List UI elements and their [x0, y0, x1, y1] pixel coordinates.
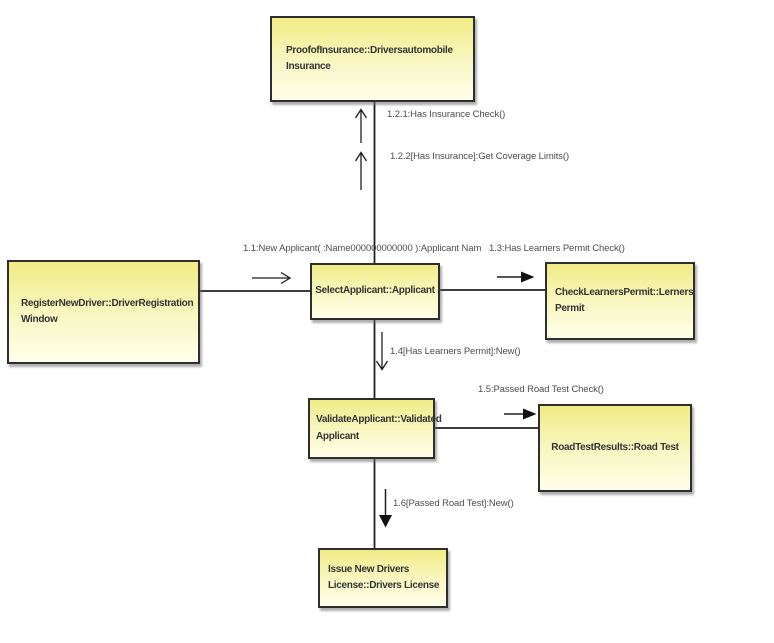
- node-label: Issue New Drivers License::Drivers Licen…: [328, 563, 440, 592]
- node-issue-new-drivers-license: Issue New Drivers License::Drivers Licen…: [318, 548, 448, 608]
- message-label-1-2-2: 1.2.2[Has Insurance]:Get Coverage Limits…: [390, 151, 570, 162]
- node-label: CheckLearnersPermit::Lerners Permit: [555, 286, 694, 315]
- message-label-1-3: 1.3:Has Learners Permit Check(): [489, 243, 625, 254]
- up-arrow-coverage-limits-icon: [354, 151, 368, 190]
- up-arrow-insurance-check-icon: [354, 108, 368, 143]
- node-label: ProofofInsurance::Driversautomobile Insu…: [286, 44, 453, 73]
- node-road-test-results: RoadTestResults::Road Test: [538, 404, 692, 492]
- node-label: RegisterNewDriver::DriverRegistration Wi…: [21, 297, 194, 326]
- node-validate-applicant: ValidateApplicant::Validated Applicant: [308, 398, 442, 459]
- down-arrow-new-applicant-icon: [375, 332, 389, 371]
- node-check-learners-permit: CheckLearnersPermit::Lerners Permit: [545, 262, 695, 340]
- down-arrow-issue-license-icon: [379, 515, 392, 528]
- right-arrow-permit-check-icon: [521, 271, 535, 283]
- right-arrow-roadtest-check-icon: [523, 408, 537, 420]
- node-label: ValidateApplicant::Validated Applicant: [316, 414, 442, 442]
- message-label-1-5: 1.5:Passed Road Test Check(): [478, 384, 604, 395]
- node-label: RoadTestResults::Road Test: [551, 441, 679, 453]
- message-label-1-1: 1.1:New Applicant( :Name000000000000 ):A…: [243, 243, 482, 254]
- node-select-applicant: SelectApplicant::Applicant: [310, 263, 440, 320]
- node-label: SelectApplicant::Applicant: [315, 285, 435, 297]
- node-proof-of-insurance: ProofofInsurance::Driversautomobile Insu…: [270, 16, 475, 102]
- message-label-1-6: 1.6[Passed Road Test]:New(): [393, 498, 514, 509]
- right-arrow-new-applicant-icon: [252, 271, 292, 285]
- message-label-1-2-1: 1.2.1:Has Insurance Check(): [387, 109, 506, 120]
- message-label-1-4: 1.4[Has Learners Permit]:New(): [390, 346, 521, 357]
- node-register-new-driver: RegisterNewDriver::DriverRegistration Wi…: [7, 260, 200, 364]
